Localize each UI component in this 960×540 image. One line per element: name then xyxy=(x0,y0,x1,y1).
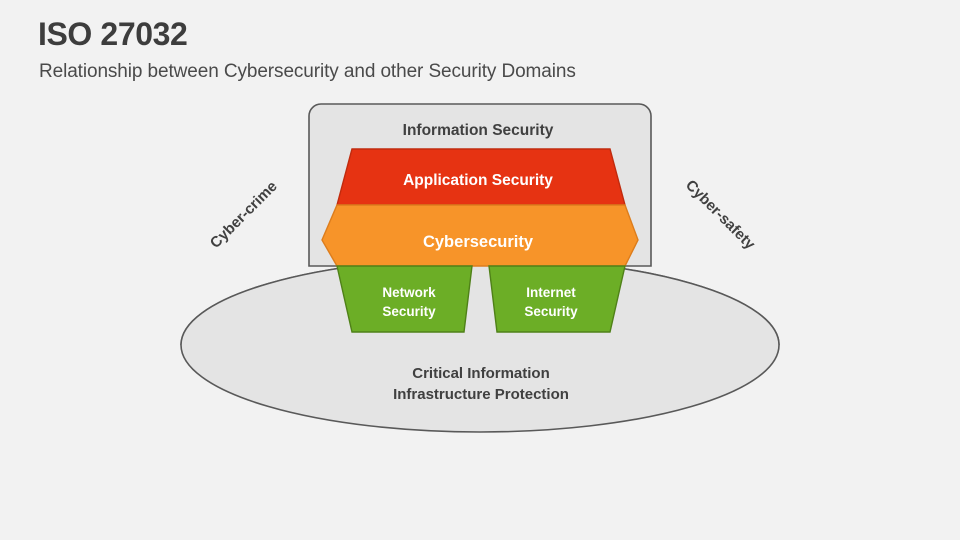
critical-infrastructure-label-line2: Infrastructure Protection xyxy=(393,386,569,403)
cyber-safety-label: Cyber-safety xyxy=(682,177,759,254)
cybersecurity-label: Cybersecurity xyxy=(423,233,534,251)
cyber-crime-label: Cyber-crime xyxy=(207,178,281,252)
critical-infrastructure-label-line1: Critical Information xyxy=(412,365,550,382)
internet-security-label-line1: Internet xyxy=(526,285,576,300)
internet-security-label-line2: Security xyxy=(524,304,578,319)
page-title: ISO 27032 xyxy=(38,16,188,52)
internet-security-shape xyxy=(488,265,626,333)
network-security-shape xyxy=(336,265,473,333)
ellipse-top-arc-overlay xyxy=(180,257,780,346)
information-security-label: Information Security xyxy=(403,122,554,139)
network-security-label-line1: Network xyxy=(382,285,436,300)
application-security-label: Application Security xyxy=(403,172,553,189)
network-security-label-line2: Security xyxy=(382,304,436,319)
page-subtitle: Relationship between Cybersecurity and o… xyxy=(39,61,576,82)
